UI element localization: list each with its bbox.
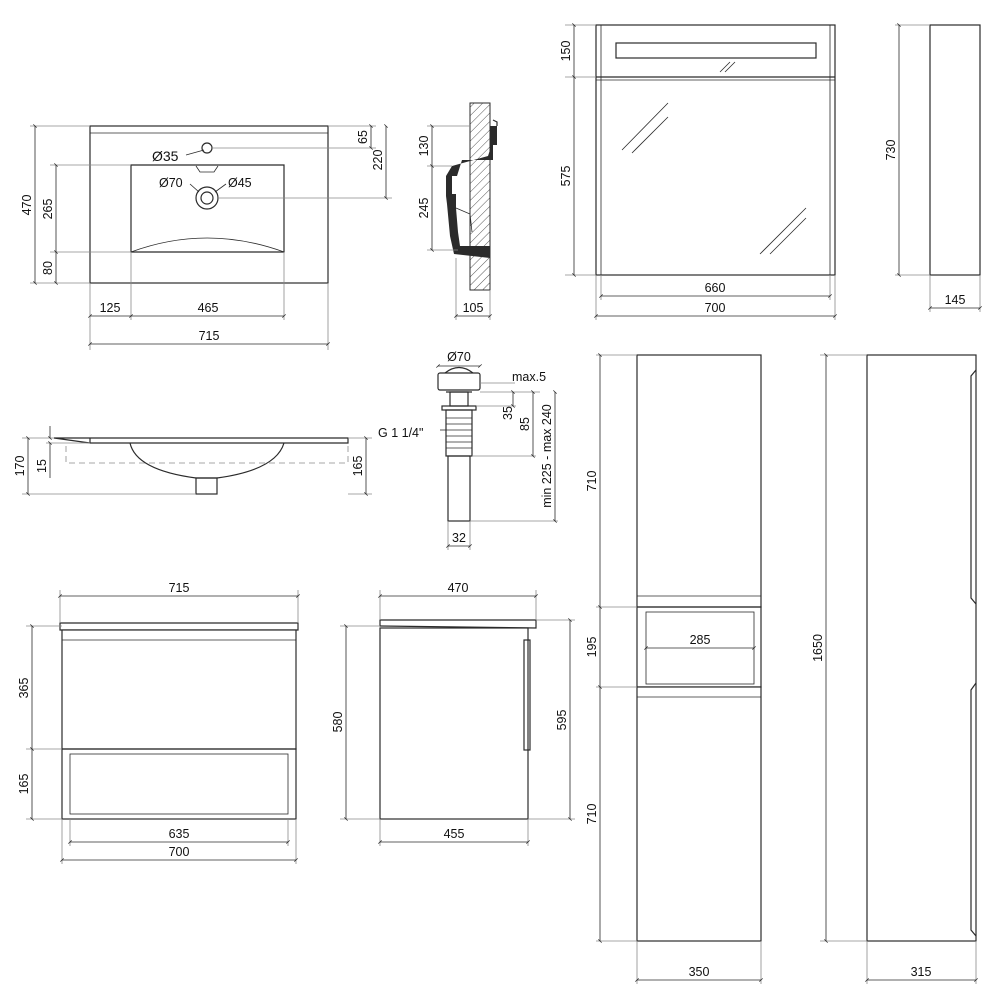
lower-door: [636, 686, 762, 942]
front-margin-label: 125: [100, 301, 121, 315]
tall-cabinet-side: 1650 315: [811, 353, 978, 984]
back-to-tap-label: 65: [356, 130, 370, 144]
basin-front-height-label: 170: [13, 456, 27, 477]
drain-inner: [200, 191, 214, 205]
mirror-height-label: 575: [559, 166, 573, 187]
vanity-overall-height-label: 595: [555, 710, 569, 731]
section-bowl-drop-label: 245: [417, 198, 431, 219]
thread-length-label: 35: [501, 406, 515, 420]
basin-section-view: 130 245 105: [417, 102, 498, 320]
shelf-width-label: 635: [169, 827, 190, 841]
basin-top-view: Ø35 Ø70 Ø45 470 265 80 65 220 125 465: [20, 124, 392, 350]
front-to-bowl-label: 80: [41, 261, 55, 275]
tall-side-body: [866, 354, 977, 942]
tap-hole-label: Ø35: [152, 148, 179, 164]
mirror-cabinet-height-label: 730: [884, 140, 898, 161]
vanity-body-height-label: 580: [331, 712, 345, 733]
vanity-side-depth-label: 455: [444, 827, 465, 841]
drain-pipe: [447, 455, 471, 522]
light-strip: [615, 42, 817, 59]
vanity-side-depth-top-label: 470: [448, 581, 469, 595]
tall-cabinet-height-label: 1650: [811, 634, 825, 662]
basin-depth-label: 470: [20, 195, 34, 216]
drain-stub: [195, 477, 218, 495]
vanity-side-body: [379, 627, 529, 820]
open-niche: [636, 606, 762, 688]
section-overhang-label: 105: [463, 301, 484, 315]
mirror-inner-width-label: 660: [705, 281, 726, 295]
vanity-side-view: 470 580 595 455: [331, 581, 575, 846]
vanity-top-width-label: 715: [169, 581, 190, 595]
tall-cabinet-front: 710 195 710 285 350: [585, 353, 763, 984]
basin-width-label: 715: [199, 329, 220, 343]
niche-width-label: 285: [690, 633, 711, 647]
mirror-cabinet-side: 730 145: [884, 23, 982, 312]
light-height-label: 150: [559, 41, 573, 62]
mirror-cabinet-depth-label: 145: [945, 293, 966, 307]
drain-inner-label: Ø45: [228, 176, 252, 190]
total-range-label: min 225 - max 240: [540, 404, 554, 508]
drain-fitting: Ø70 max.5 35 85 min 225 - max 240 G 1 1/…: [378, 350, 558, 550]
section-back-rim-label: 130: [417, 136, 431, 157]
vanity-drawer: [61, 629, 297, 750]
mirror-width-label: 700: [705, 301, 726, 315]
drawer-height-label: 365: [17, 678, 31, 699]
mirror-side-outline: [929, 24, 981, 276]
bowl-depth-label: 265: [41, 199, 55, 220]
upper-door-height-label: 710: [585, 471, 599, 492]
lower-door-height-label: 710: [585, 804, 599, 825]
upper-door: [636, 354, 762, 608]
drain-cap: [437, 372, 481, 391]
body-length-label: 85: [518, 417, 532, 431]
basin-top-outline: [89, 125, 329, 284]
bowl-width-label: 465: [198, 301, 219, 315]
pipe-diameter-label: 32: [452, 531, 466, 545]
basin-rim-label: 15: [35, 459, 49, 473]
basin-front-view: 170 15 165: [13, 426, 372, 496]
thread-label: G 1 1/4": [378, 426, 423, 440]
drain-cap-label: Ø70: [447, 350, 471, 364]
cap-gap-label: max.5: [512, 370, 546, 384]
vanity-open-shelf: [61, 748, 297, 820]
niche-height-label: 195: [585, 637, 599, 658]
tall-cabinet-width-label: 350: [689, 965, 710, 979]
basin-body-height-label: 165: [351, 456, 365, 477]
tall-cabinet-depth-label: 315: [911, 965, 932, 979]
mirror-cabinet-outline: [595, 24, 836, 276]
vanity-front-view: 715 365 165 635 700: [17, 581, 300, 864]
back-to-bowl-center-label: 220: [371, 150, 385, 171]
shelf-height-label: 165: [17, 774, 31, 795]
vanity-width-label: 700: [169, 845, 190, 859]
mirror-cabinet-front: 150 575 660 700: [559, 23, 837, 320]
drain-label: Ø70: [159, 176, 183, 190]
